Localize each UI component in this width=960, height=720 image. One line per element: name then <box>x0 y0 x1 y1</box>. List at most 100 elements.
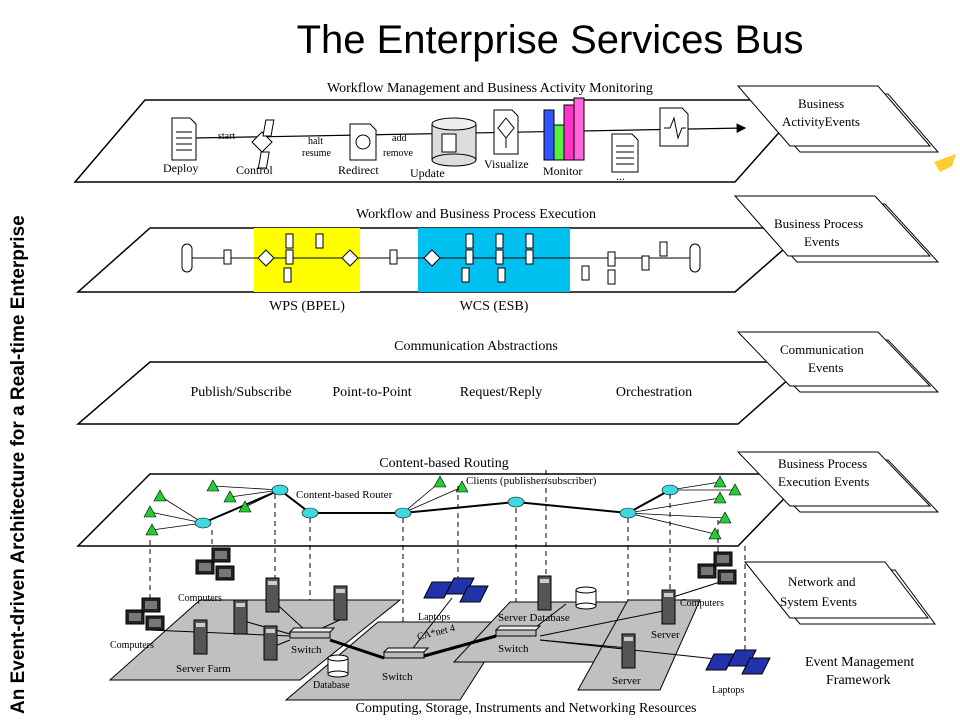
database-icon <box>327 654 349 678</box>
framework-line1: Event Management <box>805 655 914 670</box>
router-node <box>661 484 679 496</box>
resume-label: resume <box>302 148 331 159</box>
server-icon <box>193 619 208 655</box>
event-boxes: Business ActivityEvents Business Process… <box>733 85 956 688</box>
switches <box>288 625 542 659</box>
gateway <box>423 249 441 267</box>
client-links <box>149 481 735 535</box>
client-triangle <box>718 511 732 524</box>
client-triangle <box>433 475 447 488</box>
wcs-region <box>418 228 570 292</box>
client-triangle <box>223 490 237 503</box>
remove-label: remove <box>383 148 414 159</box>
halt-label: halt <box>308 136 323 147</box>
server-label: Server <box>612 675 641 687</box>
computer-group-icon <box>697 551 737 585</box>
event-box-business-process: Business Process Events <box>733 195 940 263</box>
clients-label: Clients (publisher/subscriber) <box>466 475 597 487</box>
client-triangle <box>153 489 167 502</box>
router-label: Content-based Router <box>296 489 393 501</box>
svg-text:Events: Events <box>808 360 843 375</box>
computers-label: Computers <box>680 598 724 609</box>
visualize-label: Visualize <box>484 157 529 171</box>
laptop-groups <box>423 577 771 675</box>
client-triangle <box>238 500 252 513</box>
process-start-node <box>181 243 193 273</box>
layer-title: Communication Abstractions <box>394 339 558 354</box>
task-box <box>262 119 275 137</box>
start-label: start <box>218 131 235 142</box>
server-farm-label: Server Farm <box>176 663 231 675</box>
computers-label: Computers <box>178 593 222 604</box>
server-icon <box>621 633 636 669</box>
svg-text:Network and: Network and <box>788 574 856 589</box>
event-box-business-activity: Business ActivityEvents <box>736 85 940 153</box>
computer-groups <box>125 547 737 631</box>
layer-communication: Communication Abstractions Publish/Subsc… <box>75 339 810 425</box>
client-triangle <box>728 483 742 496</box>
layer-title: Workflow and Business Process Execution <box>356 207 596 222</box>
svg-text:System Events: System Events <box>780 594 857 609</box>
laptops-label: Laptops <box>418 612 450 623</box>
laptop-group-icon <box>705 649 771 675</box>
layer-content-routing: Content-based Routing Content-based Rout… <box>76 456 810 547</box>
router-node <box>394 507 412 519</box>
client-triangle <box>713 475 727 488</box>
client-triangle <box>206 479 220 492</box>
client-triangle <box>143 505 157 518</box>
layer-workflow-execution: Workflow and Business Process Execution … <box>76 207 810 314</box>
task-box <box>257 151 270 169</box>
switch-icon <box>288 627 336 639</box>
router-node <box>619 507 637 519</box>
process-end-node <box>689 243 701 273</box>
redirect-label: Redirect <box>338 163 379 177</box>
client-triangle <box>713 491 727 504</box>
router-node <box>271 484 289 496</box>
wps-label: WPS (BPEL) <box>269 299 345 314</box>
comm-item-point-to-point: Point-to-Point <box>332 385 411 400</box>
gateway <box>257 249 275 267</box>
svg-text:Business Process: Business Process <box>774 216 863 231</box>
switch-label: Switch <box>382 671 413 683</box>
server-label: Server <box>651 629 680 641</box>
switch-label: Switch <box>291 644 322 656</box>
wcs-label: WCS (ESB) <box>460 299 529 314</box>
event-box-execution: Business Process Execution Events <box>736 451 940 513</box>
server-database-label: Server Database <box>498 612 570 624</box>
router-node <box>301 507 319 519</box>
monitor-label: Monitor <box>543 164 582 178</box>
router-nodes <box>194 484 679 529</box>
client-triangle <box>455 480 469 493</box>
database-update-icon <box>431 117 477 167</box>
laptop-group-icon <box>423 577 489 603</box>
add-label: add <box>392 133 406 144</box>
event-box-network: Network and System Events <box>743 561 936 625</box>
servers <box>193 575 676 669</box>
router-node <box>507 496 525 508</box>
server-farm-plane <box>108 599 402 681</box>
switch-label: Switch <box>498 643 529 655</box>
layer-title: Content-based Routing <box>379 456 509 471</box>
layer-title: Workflow Management and Business Activit… <box>327 81 653 96</box>
svg-text:Events: Events <box>804 234 839 249</box>
svg-text:Communication: Communication <box>780 342 864 357</box>
framework-line2: Framework <box>826 673 891 688</box>
server-icon <box>263 625 278 661</box>
ellipsis-label: ... <box>616 169 625 183</box>
signal-monitor-icon <box>659 107 689 147</box>
gateway <box>341 249 359 267</box>
database-icon <box>575 586 597 610</box>
database-plane <box>284 621 511 701</box>
svg-text:Business Process: Business Process <box>778 456 867 471</box>
side-title: An Event-driven Architecture for a Real-… <box>8 215 29 714</box>
layer-plane <box>75 361 810 425</box>
comm-item-request-reply: Request/Reply <box>460 385 542 400</box>
switch-icon <box>494 625 542 637</box>
server-icon <box>233 599 248 635</box>
deploy-label: Deploy <box>163 161 198 175</box>
router-node <box>194 517 212 529</box>
laptops-label: Laptops <box>712 685 744 696</box>
client-triangle <box>145 523 159 536</box>
server-icon <box>537 575 552 611</box>
